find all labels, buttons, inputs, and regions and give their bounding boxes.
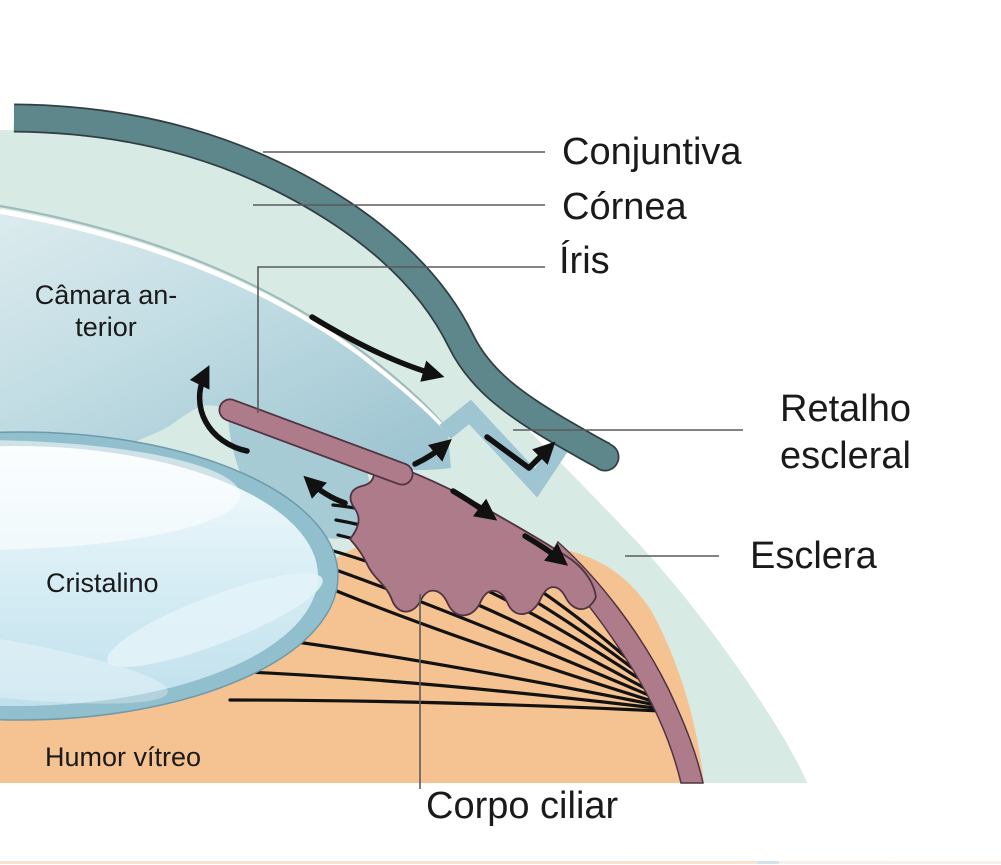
conjunctiva-flap-group	[13, 103, 620, 472]
label-retalho-line1: Retalho	[780, 388, 911, 430]
zonule-fiber	[320, 563, 669, 705]
label-camara-anterior-line1: Câmara an-	[34, 280, 178, 310]
label-humor-vitreo: Humor vítreo	[45, 742, 202, 772]
bottom-edge-strip	[0, 861, 1001, 864]
label-esclera: Esclera	[750, 535, 877, 577]
label-retalho-escleral: Retalho escleral	[758, 386, 933, 480]
flow-arrows	[189, 314, 569, 566]
zonule-fiber	[228, 698, 663, 713]
bottom-strip-pale	[779, 861, 1001, 864]
bottom-strip-blue	[757, 861, 779, 864]
lens-group	[0, 431, 339, 721]
ciliary-body-shape	[349, 451, 597, 617]
label-conjuntiva: Conjuntiva	[562, 131, 742, 173]
lens-highlight-top	[0, 440, 240, 550]
label-iris: Íris	[559, 240, 610, 282]
conjunctiva-tip	[592, 444, 618, 470]
flow-arrow-uveoscleral-1	[450, 488, 498, 521]
anterior-chamber-region	[0, 214, 451, 470]
flow-arrow-trabecular	[412, 438, 452, 467]
flow-arrow-uveoscleral-2	[522, 533, 569, 566]
cornea-white-stripe	[0, 208, 451, 437]
zonule-fiber	[280, 638, 668, 709]
label-cornea: Córnea	[562, 186, 687, 228]
iris-shape	[220, 400, 412, 484]
flow-arrow-posterior	[303, 475, 348, 506]
flow-arrow-pupil-curve	[189, 365, 250, 454]
lens-highlight-bottom	[0, 616, 168, 704]
leader-line-iris	[257, 266, 545, 413]
label-corpo-ciliar: Corpo ciliar	[426, 785, 619, 827]
zonule-fiber	[308, 578, 670, 708]
conjunctiva-band	[13, 105, 610, 468]
flow-arrow-anterior-chamber	[309, 314, 445, 382]
label-camara-anterior-line2: terior	[75, 312, 137, 342]
lens-highlight-swoosh	[107, 573, 323, 667]
bottom-strip-peach	[0, 861, 757, 864]
label-camara-anterior: Câmara an- terior	[18, 279, 194, 343]
leader-lines	[253, 151, 743, 789]
zonule-fiber	[245, 670, 666, 711]
flow-arrow-channel	[484, 434, 556, 471]
label-cristalino: Cristalino	[46, 568, 159, 598]
label-retalho-line2: escleral	[780, 435, 911, 477]
